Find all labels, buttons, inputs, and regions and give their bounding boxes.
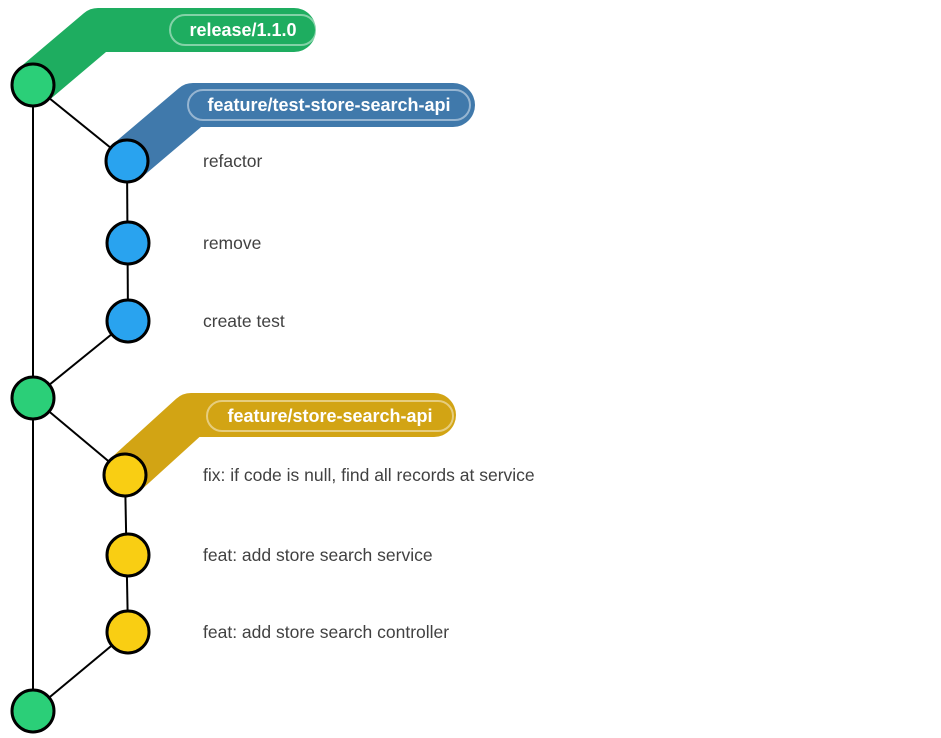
commit-message-1: refactor	[203, 151, 262, 171]
branch-label-rect-2	[206, 400, 454, 432]
commit-message-7: feat: add store search controller	[203, 622, 449, 642]
branch-ribbon-2	[103, 393, 456, 497]
commit-node-7[interactable]	[105, 609, 151, 655]
commit-message-5: fix: if code is null, find all records a…	[203, 465, 535, 485]
commit-node-0[interactable]	[10, 62, 56, 108]
branch-label-rect-0	[169, 14, 317, 46]
commit-node-3[interactable]	[105, 298, 151, 344]
branch-ribbon-1	[105, 83, 475, 183]
nodes-layer	[10, 62, 151, 734]
commit-node-1[interactable]	[104, 138, 150, 184]
commit-node-6[interactable]	[105, 532, 151, 578]
commit-message-6: feat: add store search service	[203, 545, 433, 565]
commit-node-8[interactable]	[10, 688, 56, 734]
branch-label-rect-1	[187, 89, 471, 121]
ribbons-layer	[11, 8, 475, 497]
branch-labels-layer: release/1.1.0 feature/test-store-search-a…	[169, 14, 471, 432]
messages-layer: refactor remove create test fix: if code is…	[203, 151, 535, 642]
commit-node-2[interactable]	[105, 220, 151, 266]
commit-node-4[interactable]	[10, 375, 56, 421]
commit-message-3: create test	[203, 311, 285, 331]
branch-label-2[interactable]: feature/store-search-api	[227, 406, 432, 426]
commit-node-5[interactable]	[102, 452, 148, 498]
branch-ribbon-0	[11, 8, 316, 107]
branch-label-1[interactable]: feature/test-store-search-api	[207, 95, 450, 115]
commit-message-2: remove	[203, 233, 261, 253]
branch-label-0[interactable]: release/1.1.0	[189, 20, 296, 40]
